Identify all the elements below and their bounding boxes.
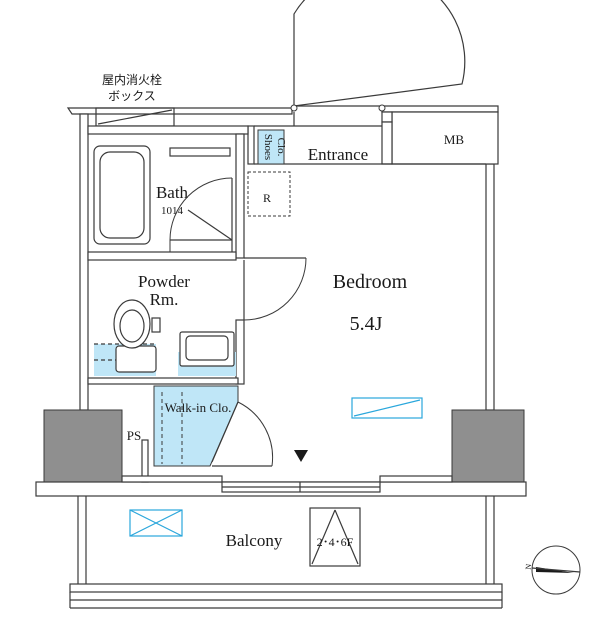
balcony-label: Balcony [226, 531, 283, 550]
fire-hydrant-box [95, 107, 175, 127]
bedroom-label: Bedroom [333, 271, 408, 293]
refrigerator-space [247, 171, 291, 217]
outdoor-ac-unit [129, 509, 183, 537]
shoes-closet [257, 129, 285, 165]
walk-in-closet-label: Walk-in Clo. [165, 400, 232, 415]
bathtub [93, 145, 151, 245]
mb-label: MB [444, 132, 465, 147]
shoes-closet-label-1: Shoes [262, 134, 274, 160]
bath-label: Bath [156, 183, 189, 202]
entrance-door [290, 0, 466, 126]
bath-door [169, 177, 233, 252]
down-arrow-icon [294, 450, 308, 462]
toilet [113, 299, 161, 373]
balcony-sliding-door [221, 481, 381, 493]
washbasin [179, 331, 235, 367]
walk-in-closet-door [211, 401, 274, 467]
bath-size-label: 1014 [161, 205, 184, 217]
bedroom-size-label: 5.4J [350, 313, 383, 335]
structural-columns [35, 409, 527, 497]
powder-room-label-1: Powder [138, 272, 190, 291]
fire-box-label-line2: ボックス [108, 89, 156, 103]
refrigerator-label: R [263, 191, 271, 205]
powder-room-door [243, 257, 307, 321]
shoes-closet-label-2: Clo. [275, 138, 287, 157]
outer-walls [66, 105, 499, 411]
balcony-area [69, 496, 503, 609]
north-compass-icon [531, 545, 581, 595]
indoor-ac-unit [351, 397, 423, 419]
powder-room-label-2: Rm. [150, 290, 179, 309]
walk-in-closet [153, 385, 239, 467]
evacuation-hatch [309, 507, 361, 567]
north-label: N [524, 563, 533, 570]
fire-box-label-line1: 屋内消火栓 [102, 72, 162, 87]
ps-label: PS [127, 428, 141, 443]
floors-note: 2･4･6F [317, 535, 354, 549]
entrance-label: Entrance [308, 145, 368, 164]
bath-counter [169, 147, 231, 157]
